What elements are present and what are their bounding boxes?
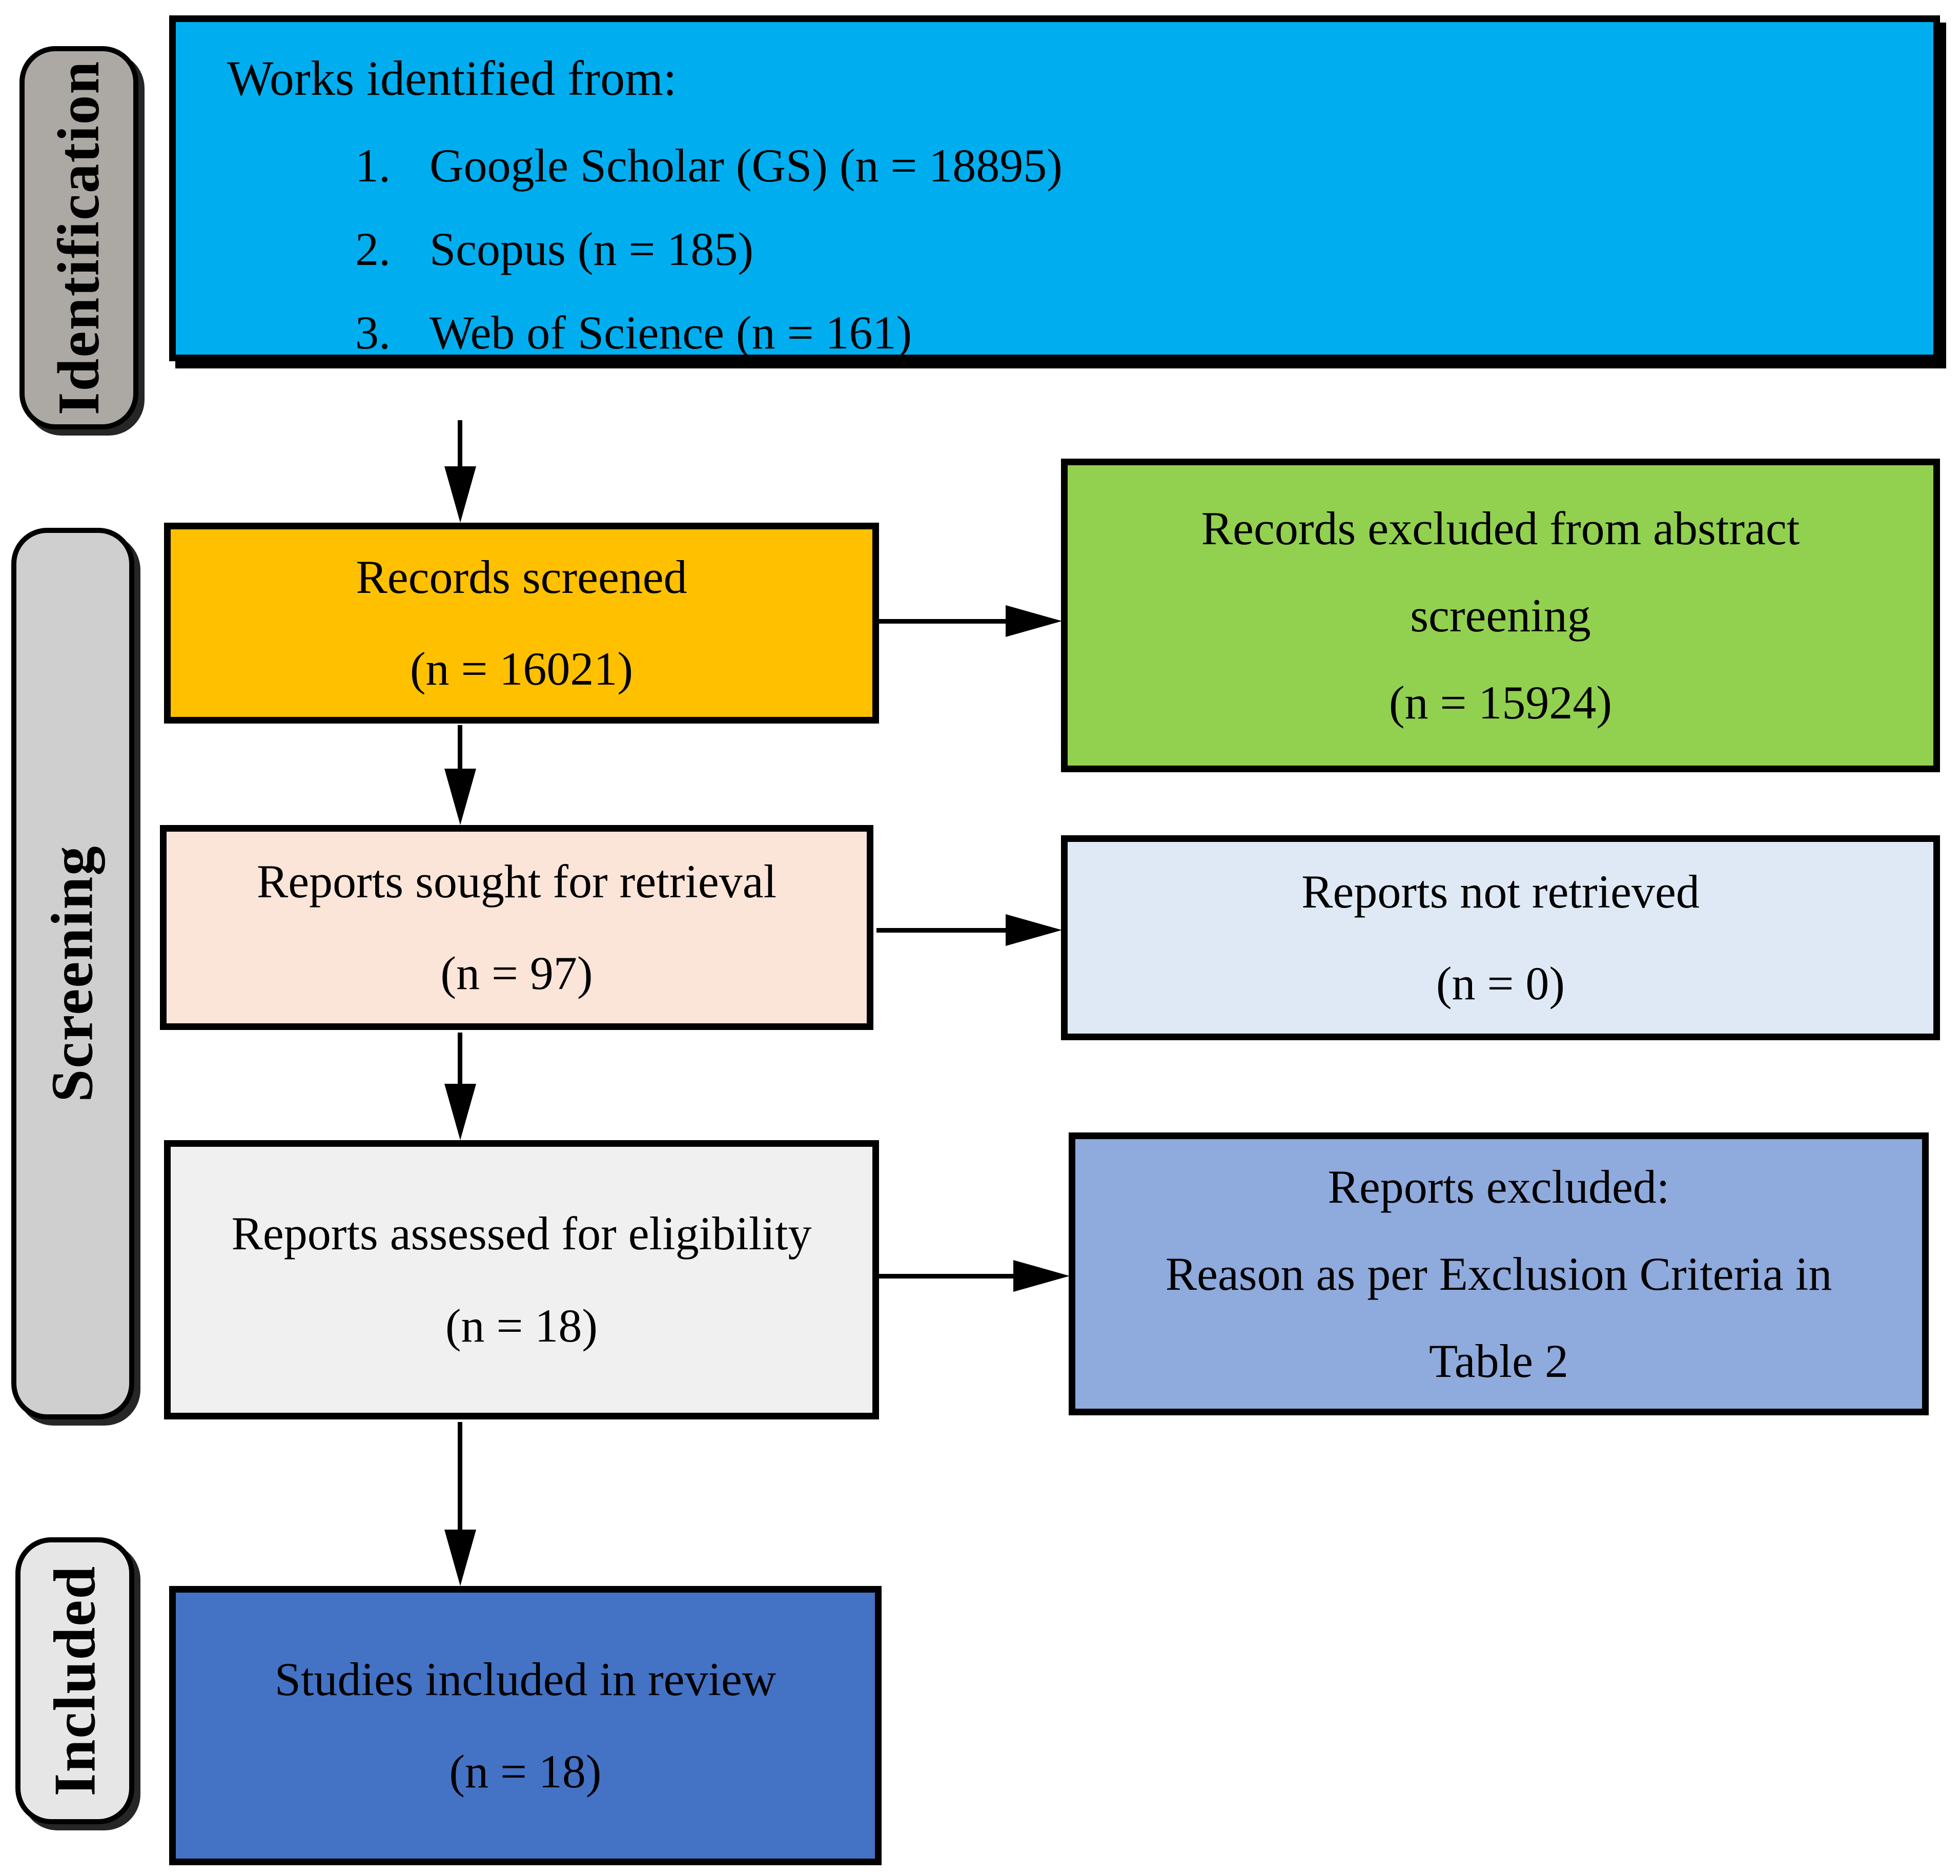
- arrow-head-right: [1006, 914, 1062, 946]
- records-excluded-label-line1: Records excluded from abstract: [1201, 502, 1800, 554]
- stage-label-included-text: Included: [42, 1565, 107, 1797]
- arrow-line: [458, 1422, 462, 1535]
- list-number: 2.: [355, 222, 391, 275]
- arrow-line: [876, 928, 1010, 933]
- reports-not-retrieved-count: (n = 0): [1436, 957, 1565, 1009]
- studies-included-count: (n = 18): [449, 1745, 602, 1798]
- stage-label-identification: Identification: [19, 46, 138, 429]
- records-excluded-count: (n = 15924): [1389, 676, 1612, 729]
- box-reports-not-retrieved: Reports not retrieved (n = 0): [1061, 835, 1940, 1040]
- reports-assessed-label: Reports assessed for eligibility: [231, 1207, 812, 1260]
- reports-excluded-label-line1: Reports excluded:: [1328, 1160, 1670, 1213]
- arrow-line: [458, 725, 462, 774]
- studies-included-label: Studies included in review: [274, 1653, 777, 1706]
- box-reports-excluded: Reports excluded: Reason as per Exclusio…: [1069, 1132, 1929, 1415]
- box-reports-assessed: Reports assessed for eligibility (n = 18…: [164, 1140, 879, 1419]
- stage-label-screening-text: Screening: [40, 845, 106, 1102]
- box-works-identified: Works identified from: 1. Google Scholar…: [169, 15, 1940, 361]
- reports-excluded-label-line2: Reason as per Exclusion Criteria in: [1165, 1247, 1832, 1300]
- records-excluded-label-line2: screening: [1410, 589, 1591, 642]
- source-scopus: Scopus (n = 185): [430, 222, 753, 275]
- reports-assessed-count: (n = 18): [445, 1299, 598, 1352]
- works-identified-item-2: 2. Scopus (n = 185): [355, 220, 753, 279]
- reports-sought-label: Reports sought for retrieval: [256, 855, 777, 908]
- reports-excluded-label-line3: Table 2: [1428, 1335, 1568, 1388]
- arrow-line: [879, 1274, 1017, 1279]
- arrow-head-down: [444, 1084, 476, 1140]
- stage-label-included: Included: [15, 1537, 134, 1824]
- reports-sought-count: (n = 97): [440, 947, 593, 999]
- source-web-of-science: Web of Science (n = 161): [430, 306, 912, 359]
- works-identified-heading: Works identified from:: [227, 51, 677, 106]
- arrow-head-down: [444, 1530, 476, 1586]
- box-records-excluded: Records excluded from abstract screening…: [1061, 459, 1940, 772]
- reports-not-retrieved-label: Reports not retrieved: [1301, 865, 1700, 918]
- arrow-line: [458, 420, 462, 471]
- box-studies-included: Studies included in review (n = 18): [169, 1586, 882, 1865]
- arrow-head-down: [444, 466, 476, 523]
- list-number: 3.: [355, 306, 391, 359]
- list-number: 1.: [355, 139, 391, 192]
- stage-label-screening: Screening: [11, 528, 134, 1419]
- arrow-head-down: [444, 769, 476, 825]
- stage-label-identification-text: Identification: [46, 60, 112, 416]
- box-reports-sought: Reports sought for retrieval (n = 97): [160, 825, 873, 1030]
- arrow-line: [879, 619, 1010, 624]
- box-records-screened: Records screened (n = 16021): [164, 523, 879, 724]
- works-identified-item-3: 3. Web of Science (n = 161): [355, 303, 912, 362]
- arrow-head-right: [1013, 1260, 1070, 1292]
- records-screened-count: (n = 16021): [410, 643, 634, 695]
- source-google-scholar: Google Scholar (GS) (n = 18895): [430, 139, 1063, 192]
- arrow-line: [458, 1033, 462, 1089]
- arrow-head-right: [1006, 605, 1062, 637]
- records-screened-label: Records screened: [356, 550, 687, 603]
- works-identified-item-1: 1. Google Scholar (GS) (n = 18895): [355, 136, 1063, 195]
